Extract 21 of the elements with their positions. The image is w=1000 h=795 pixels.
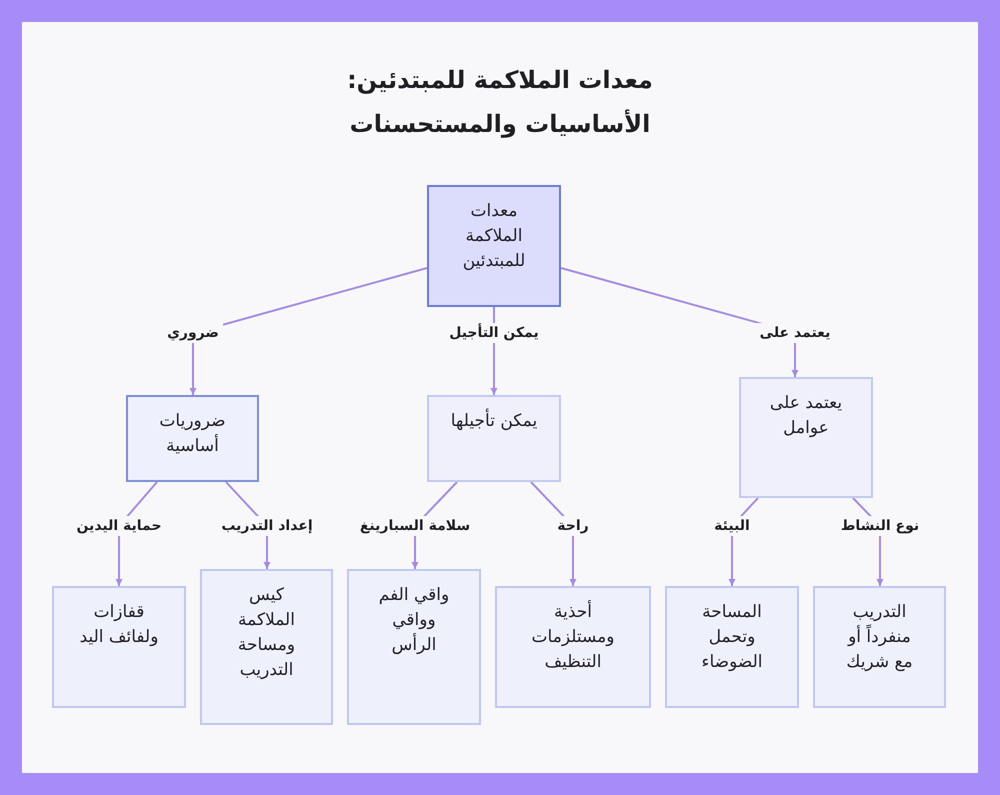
concept-box — [739, 377, 873, 498]
node-text: يعتمد على عوامل — [768, 392, 844, 440]
concept-box — [665, 586, 799, 708]
concept-box — [347, 569, 481, 725]
node-text: أحذية ومستلزمات التنظيف — [530, 600, 616, 674]
node-text: واقي الفم وواقي الرأس — [378, 584, 450, 657]
concept-box — [52, 586, 186, 708]
concept-box — [427, 185, 561, 307]
node-text: التدريب منفرداً أو مع شريك — [845, 601, 914, 674]
diagram-title: معدات الملاكمة للمبتدئين: الأساسيات والمستحسنات — [346, 65, 654, 140]
concept-box — [126, 395, 259, 482]
node-text: المساحة وتحمل الضوضاء — [700, 601, 764, 674]
node-text: يمكن تأجيلها — [446, 409, 542, 434]
node-text: كيس الملاكمة ومساحة التدريب — [236, 584, 296, 682]
node-text: قفازات ولفائف اليد — [78, 601, 160, 649]
concept-box — [200, 569, 333, 725]
node-text: ضروريات أساسية — [158, 410, 227, 458]
concept-box — [427, 395, 561, 482]
concept-box — [813, 586, 946, 708]
concept-box — [495, 586, 651, 708]
node-text: معدات الملاكمة للمبتدئين — [462, 200, 526, 273]
